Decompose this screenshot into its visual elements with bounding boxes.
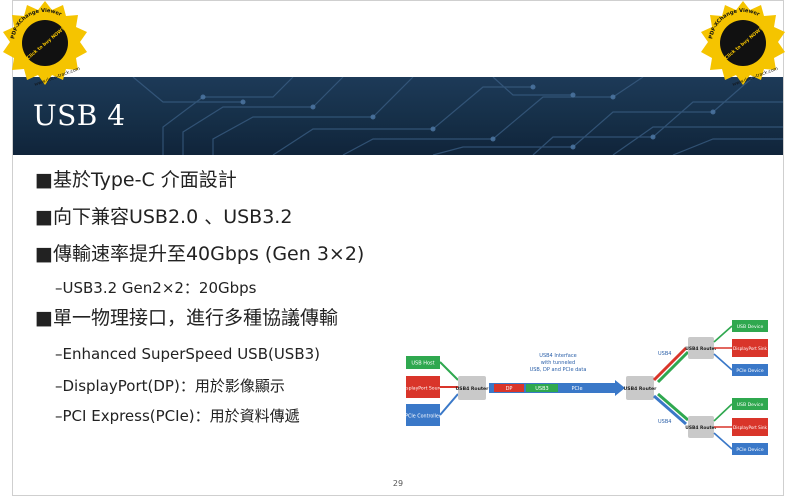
- dash-bullet-icon: –: [55, 345, 63, 363]
- bullet-text: 傳輸速率提升至40Gbps (Gen 3×2): [52, 243, 365, 265]
- dash-bullet-icon: –: [55, 279, 63, 297]
- diagram-label: USB Device: [737, 402, 764, 408]
- square-bullet-icon: ■: [35, 169, 53, 191]
- square-bullet-icon: ■: [35, 243, 53, 265]
- usb-host-box: [406, 356, 440, 369]
- diagram-label: USB3: [535, 386, 548, 392]
- title-banner: USB 4: [13, 77, 783, 155]
- bullet-item: ■向下兼容USB2.0 、USB3.2: [35, 202, 292, 229]
- diagram-label: USB Device: [737, 324, 764, 330]
- square-bullet-icon: ■: [35, 307, 53, 329]
- sub-bullet-text: DisplayPort(DP)：用於影像顯示: [62, 377, 285, 395]
- bullet-item: ■基於Type-C 介面設計: [35, 165, 237, 192]
- diagram-label: USB4: [658, 419, 671, 425]
- diagram-label: USB4 Router: [624, 386, 658, 392]
- dash-bullet-icon: –: [55, 377, 63, 395]
- diagram-label: USB, DP and PCIe data: [530, 367, 587, 373]
- diagram-label: DisplayPort Sink: [733, 346, 768, 351]
- diagram-label: PCIe Controller: [405, 414, 441, 420]
- dash-bullet-icon: –: [55, 407, 63, 425]
- diagram-label: PCIe Device: [736, 368, 764, 374]
- diagram-label: USB4: [658, 351, 671, 357]
- pdf-xchange-stamp-left[interactable]: PDF-XChange Viewer Click to buy NOW! www…: [2, 0, 88, 86]
- tunnel-arrow-icon: [615, 380, 625, 396]
- diagram-label: PCIe Device: [736, 447, 764, 453]
- pdf-xchange-stamp-right[interactable]: PDF-XChange Viewer Click to buy NOW! www…: [700, 0, 786, 86]
- diagram-label: USB4 Interface: [539, 353, 576, 359]
- bottom-router-box: [688, 416, 714, 438]
- sub-bullet-item: –PCI Express(PCIe)：用於資料傳遞: [55, 405, 300, 426]
- diagram-label: DisplayPort Source: [401, 386, 444, 392]
- diagram-label: USB4 Router: [456, 386, 490, 392]
- diagram-label: PCIe: [571, 386, 582, 392]
- bullet-text: 向下兼容USB2.0 、USB3.2: [52, 206, 293, 228]
- bullet-item: ■單一物理接口，進行多種協議傳輸: [35, 303, 338, 330]
- diagram-label: USB4 Router: [685, 346, 717, 352]
- dp-source-box: [406, 376, 440, 398]
- sub-bullet-text: USB3.2 Gen2×2：20Gbps: [62, 279, 257, 297]
- center-router-box: [626, 376, 654, 400]
- sub-bullet-item: –Enhanced SuperSpeed USB(USB3): [55, 345, 320, 363]
- sub-bullet-text: Enhanced SuperSpeed USB(USB3): [62, 345, 321, 363]
- pcie-controller-box: [406, 404, 440, 426]
- diagram-label: DisplayPort Sink: [733, 425, 768, 430]
- circuit-background: [132, 77, 783, 155]
- diagram-label: USB Host: [411, 361, 434, 367]
- sub-bullet-item: –USB3.2 Gen2×2：20Gbps: [55, 277, 257, 298]
- left-router-box: [458, 376, 486, 400]
- square-bullet-icon: ■: [35, 206, 53, 228]
- page-number: 29: [392, 479, 404, 488]
- sub-bullet-text: PCI Express(PCIe)：用於資料傳遞: [62, 407, 300, 425]
- bullet-text: 基於Type-C 介面設計: [52, 169, 237, 191]
- usb4-topology-diagram: USB Host DisplayPort Source PCIe Control…: [401, 320, 768, 455]
- bullet-item: ■傳輸速率提升至40Gbps (Gen 3×2): [35, 239, 364, 266]
- diagram-label: USB4 Router: [685, 425, 717, 431]
- top-router-box: [688, 337, 714, 359]
- slide-title: USB 4: [33, 99, 126, 132]
- diagram-label: DP: [506, 386, 513, 392]
- sub-bullet-item: –DisplayPort(DP)：用於影像顯示: [55, 375, 285, 396]
- bullet-text: 單一物理接口，進行多種協議傳輸: [52, 307, 338, 329]
- diagram-label: with tunneled: [541, 360, 575, 366]
- slide: USB 4 ■基於Type-C 介面設計 ■向下兼容USB2.0 、USB3.2…: [12, 0, 784, 496]
